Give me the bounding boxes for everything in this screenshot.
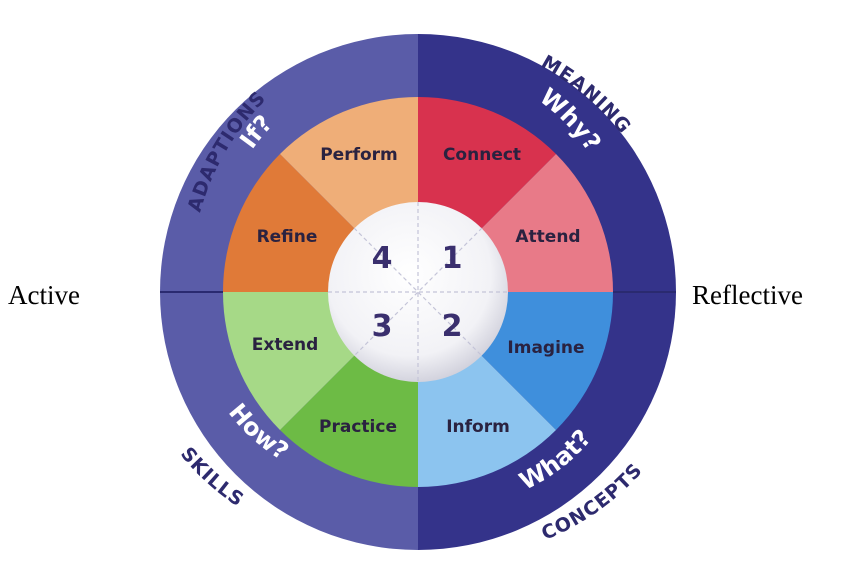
- quadrant-number-1: 1: [442, 241, 463, 276]
- segment-label-imagine: Imagine: [507, 338, 584, 358]
- segment-label-practice: Practice: [319, 417, 397, 437]
- hub-dividers: [328, 202, 508, 382]
- quadrant-number-3: 3: [372, 309, 393, 344]
- quadrant-number-4: 4: [372, 241, 393, 276]
- quadrant-number-2: 2: [442, 309, 463, 344]
- active-label: Active: [8, 280, 80, 310]
- segment-label-refine: Refine: [257, 227, 318, 247]
- segment-label-inform: Inform: [446, 417, 510, 437]
- segment-label-extend: Extend: [252, 335, 319, 355]
- segment-label-attend: Attend: [515, 227, 580, 247]
- reflective-label: Reflective: [692, 280, 803, 310]
- segment-label-connect: Connect: [443, 145, 521, 165]
- segment-label-perform: Perform: [320, 145, 398, 165]
